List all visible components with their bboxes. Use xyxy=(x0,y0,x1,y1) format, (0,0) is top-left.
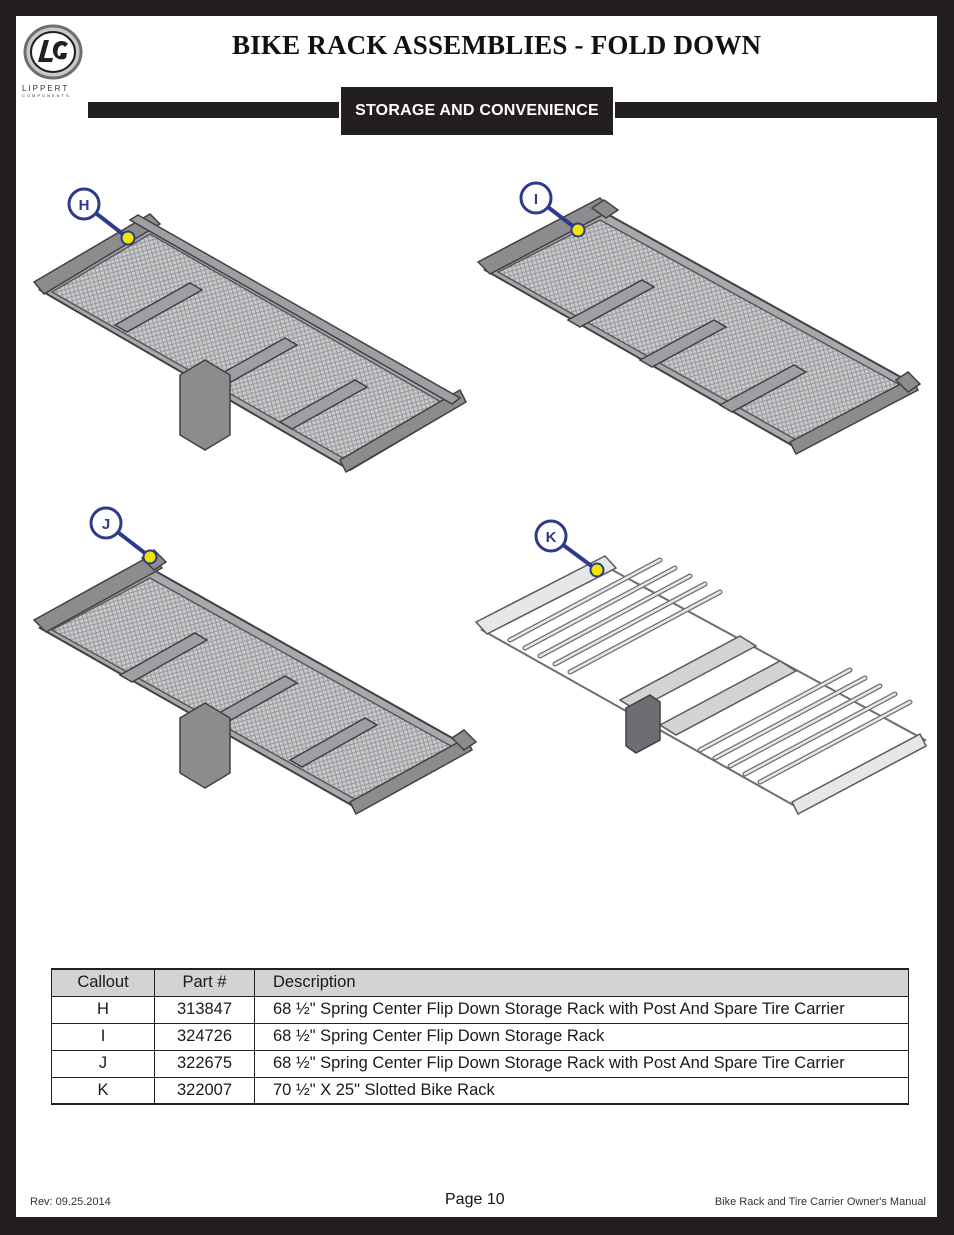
rack-k-illustration: K xyxy=(474,519,928,816)
table-row: K 322007 70 ½" X 25" Slotted Bike Rack xyxy=(51,1076,909,1105)
section-tab-label: STORAGE AND CONVENIENCE xyxy=(355,102,599,119)
table-row: H 313847 68 ½" Spring Center Flip Down S… xyxy=(51,995,909,1024)
row-description: 68 ½" Spring Center Flip Down Storage Ra… xyxy=(254,1049,909,1078)
logo-subtext: COMPONENTS xyxy=(22,93,71,98)
row-callout: H xyxy=(51,995,155,1024)
row-callout: K xyxy=(51,1076,155,1105)
table-row: I 324726 68 ½" Spring Center Flip Down S… xyxy=(51,1022,909,1051)
parts-table: Callout Part # Description H 313847 68 ½… xyxy=(51,968,909,1105)
callout-h-label: H xyxy=(79,197,90,214)
logo-wordmark: LIPPERT xyxy=(22,84,70,93)
footer-manual-title: Bike Rack and Tire Carrier Owner's Manua… xyxy=(714,1196,926,1208)
row-part-number: 324726 xyxy=(154,1022,255,1051)
table-header-row: Callout Part # Description xyxy=(51,968,909,997)
section-tab: STORAGE AND CONVENIENCE xyxy=(339,85,615,137)
callout-j-label: J xyxy=(102,516,110,533)
row-description: 70 ½" X 25" Slotted Bike Rack xyxy=(254,1076,909,1105)
header-description: Description xyxy=(254,968,909,997)
rack-h-illustration: H xyxy=(32,187,467,474)
lci-logo-icon xyxy=(23,24,83,80)
callout-i-label: I xyxy=(534,191,538,208)
rack-illustrations: H I J xyxy=(32,181,928,816)
row-callout: J xyxy=(51,1049,155,1078)
row-callout: I xyxy=(51,1022,155,1051)
footer-page-number: Page 10 xyxy=(445,1191,505,1208)
row-description: 68 ½" Spring Center Flip Down Storage Ra… xyxy=(254,995,909,1024)
row-part-number: 322675 xyxy=(154,1049,255,1078)
rack-j-illustration: J xyxy=(32,506,478,816)
row-description: 68 ½" Spring Center Flip Down Storage Ra… xyxy=(254,1022,909,1051)
page-title: BIKE RACK ASSEMBLIES - FOLD DOWN xyxy=(232,30,762,60)
callout-k-label: K xyxy=(546,529,557,546)
row-part-number: 313847 xyxy=(154,995,255,1024)
table-row: J 322675 68 ½" Spring Center Flip Down S… xyxy=(51,1049,909,1078)
header-callout: Callout xyxy=(51,968,155,997)
row-part-number: 322007 xyxy=(154,1076,255,1105)
header-part-number: Part # xyxy=(154,968,255,997)
footer-revision: Rev: 09.25.2014 xyxy=(30,1196,111,1208)
rack-i-illustration: I xyxy=(476,181,922,456)
